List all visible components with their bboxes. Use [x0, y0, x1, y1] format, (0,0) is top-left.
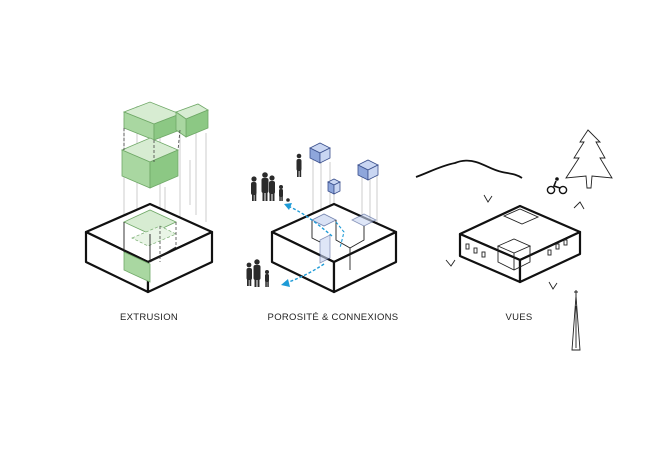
extrusion-diagram	[84, 101, 214, 294]
people-group-upper	[251, 153, 302, 202]
floating-blue-box-1	[309, 142, 331, 164]
floating-blue-box-3	[357, 159, 379, 181]
people-group-lower	[246, 259, 269, 287]
vues-diagram	[415, 129, 613, 351]
vues-building-mass	[458, 204, 582, 284]
caption-extrusion: EXTRUSION	[119, 312, 179, 323]
porosite-building-mass	[270, 202, 398, 294]
cyclist-icon	[546, 177, 568, 195]
floating-blue-box-2	[327, 178, 341, 195]
porosite-diagram	[246, 142, 398, 294]
church-spire-icon	[571, 290, 581, 351]
tree-icon	[565, 129, 613, 189]
mountain-silhouette	[415, 159, 523, 179]
extruded-green-volume	[120, 101, 209, 189]
facade-windows	[465, 239, 568, 258]
view-markers	[445, 194, 585, 290]
extrusion-building-mass	[84, 202, 214, 294]
caption-porosite: POROSITÉ & CONNEXIONS	[267, 312, 399, 323]
caption-vues: VUES	[505, 312, 533, 323]
connection-arrows	[281, 203, 345, 287]
